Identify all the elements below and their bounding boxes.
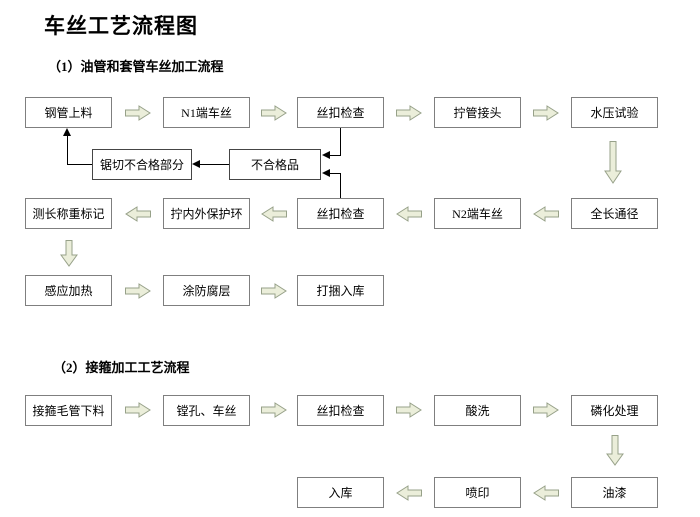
flow-arrow-left-icon [125,206,151,222]
flow-arrow-left-icon [261,206,287,222]
flow-arrow-down-icon [60,240,78,267]
flow-arrow-right-icon [261,402,287,418]
node-protector-screw-on: 拧内外保护环 [163,198,250,229]
node-bundle-and-store: 打捆入库 [297,275,384,306]
connector-arrowhead-left-icon [322,169,330,177]
flow-arrow-right-icon [125,283,151,299]
flow-arrow-right-icon [125,402,151,418]
node-coupling-blank-cutting: 接箍毛管下料 [25,395,112,426]
node-pickling: 酸洗 [434,395,521,426]
flow-arrow-down-icon [604,141,622,184]
section-1-title: （1）油管和套管车丝加工流程 [48,59,224,74]
node-full-length-drift: 全长通径 [571,198,658,229]
node-marking-print: 喷印 [434,477,521,508]
flow-arrow-right-icon [396,402,422,418]
node-n2-threading: N2端车丝 [434,198,521,229]
node-steel-pipe-loading: 钢管上料 [25,97,112,128]
connector-arrowhead-left-icon [322,151,330,159]
flow-arrow-left-icon [533,206,559,222]
node-anticorrosion-coating: 涂防腐层 [163,275,250,306]
node-warehousing: 入库 [297,477,384,508]
node-phosphating: 磷化处理 [571,395,658,426]
node-coupling-screw-on: 拧管接头 [434,97,521,128]
flow-arrow-right-icon [533,105,559,121]
node-n1-threading: N1端车丝 [163,97,250,128]
flow-arrow-left-icon [396,206,422,222]
flow-arrow-down-icon [606,435,624,466]
node-length-weight-marking: 测长称重标记 [25,198,112,229]
node-thread-inspection-1: 丝扣检查 [297,97,384,128]
flow-arrow-right-icon [125,105,151,121]
page-title: 车丝工艺流程图 [44,14,198,38]
node-painting: 油漆 [571,477,658,508]
section-2-title: （2）接箍加工工艺流程 [53,360,190,375]
connector-line [340,128,341,156]
flow-arrow-right-icon [533,402,559,418]
flow-arrow-left-icon [396,485,422,501]
node-thread-inspection-3: 丝扣检查 [297,395,384,426]
node-induction-heating: 感应加热 [25,275,112,306]
connector-line [330,155,341,156]
flow-arrow-right-icon [396,105,422,121]
flow-arrow-right-icon [261,105,287,121]
node-thread-inspection-2: 丝扣检查 [297,198,384,229]
connector-arrowhead-left-icon [192,160,200,168]
connector-line [200,164,229,165]
node-defective-product: 不合格品 [229,149,321,180]
node-hydrostatic-test: 水压试验 [571,97,658,128]
connector-arrowhead-up-icon [63,128,71,136]
flow-arrow-right-icon [261,283,287,299]
flow-arrow-left-icon [533,485,559,501]
connector-line [67,164,92,165]
node-saw-cut-defective-part: 锯切不合格部分 [92,149,192,180]
connector-line [67,136,68,165]
connector-line [330,173,341,174]
node-boring-threading: 镗孔、车丝 [163,395,250,426]
connector-line [340,173,341,198]
